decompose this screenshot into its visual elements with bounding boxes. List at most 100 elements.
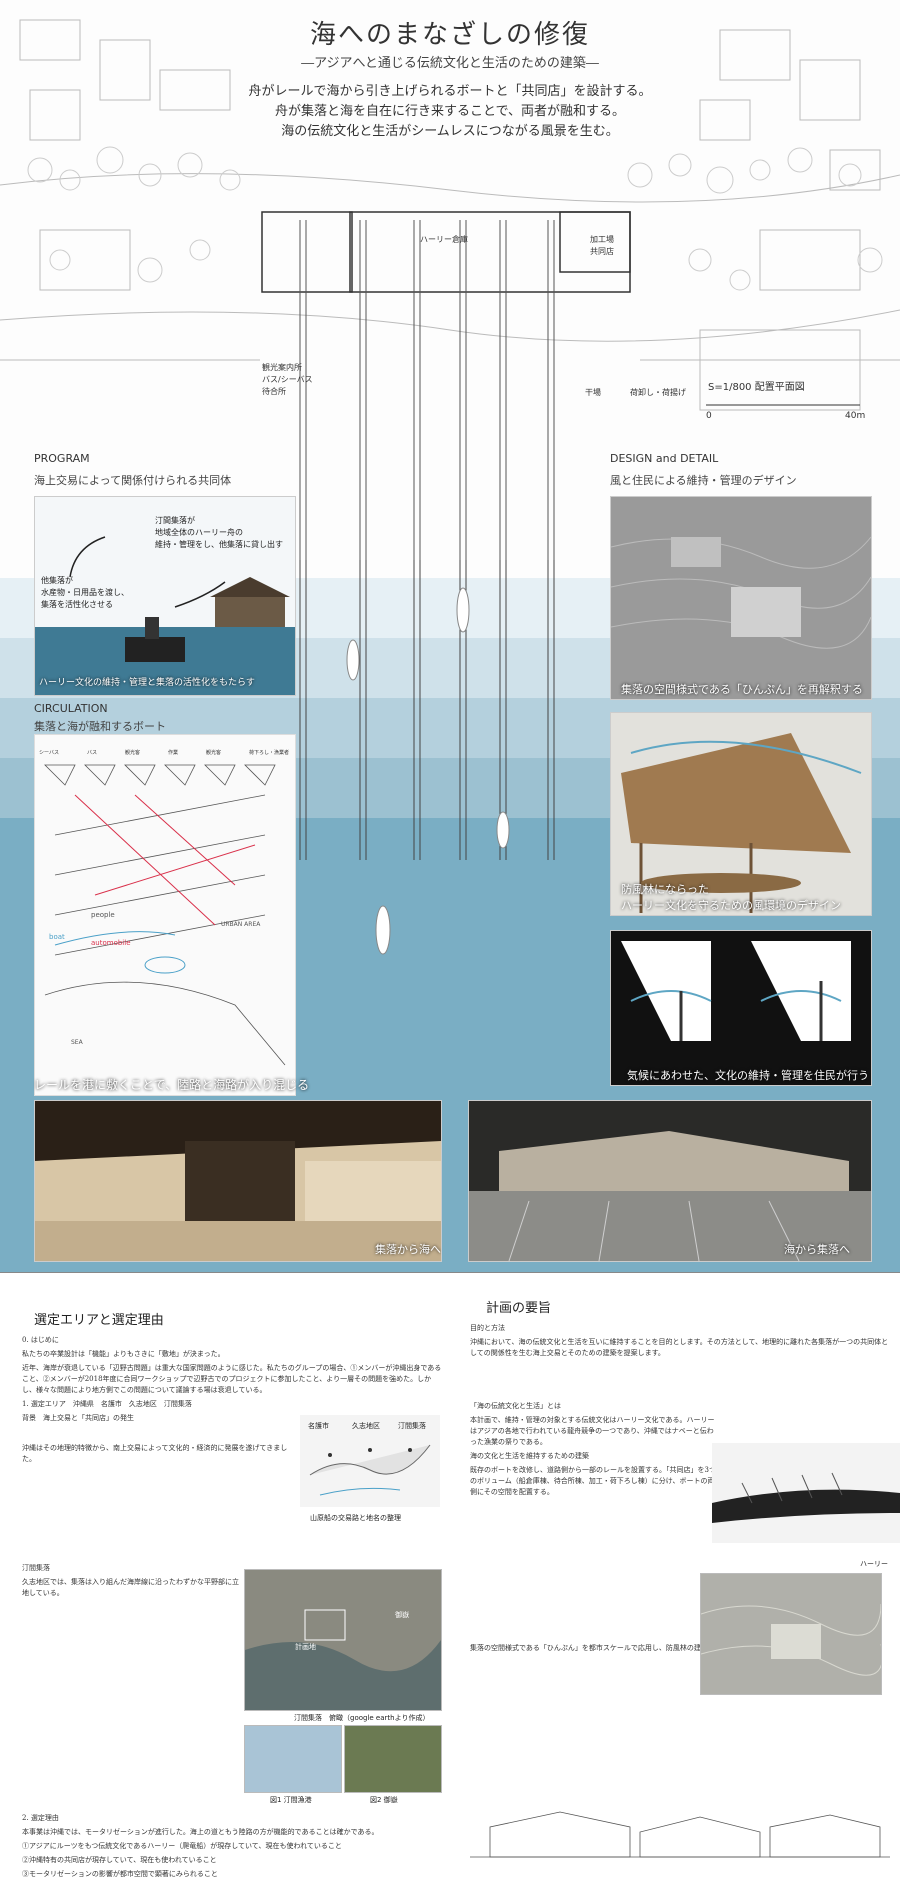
program-note-line: 汀間集落が [155,516,195,525]
scale-start: 0 [706,411,712,421]
program-note-1: 汀間集落が 地域全体のハーリー舟の 維持・管理をし、他集落に貸し出す [155,515,283,551]
boat-shape [456,587,470,633]
program-panel: 汀間集落が 地域全体のハーリー舟の 維持・管理をし、他集落に貸し出す 他集落が … [34,496,296,696]
plan-scale-label: S=1/800 配置平面図 [708,382,805,393]
elevation-svg [470,1811,890,1858]
circulation-subheading: 集落と海が融和するボート [34,720,166,733]
program-photo [35,536,295,695]
poster-subtitle: ―アジアへと通じる伝統文化と生活のための建築― [301,56,599,71]
model-photo-svg [701,1574,881,1694]
circulation-diagram [44,764,286,1066]
program-subheading: 海上交易によって関係付けられる共同体 [34,474,232,487]
program-note-line: 集落を活性化させる [41,600,113,609]
design-caption-2: 防風林にならった ハーリー文化を守るための風環境のデザイン [621,881,841,913]
fig-elevation-drawing [470,1797,890,1877]
photo-label: 計画地 [295,1643,316,1651]
plan-label-processing: 加工場 [590,234,614,244]
plan-label-coop-store: 共同店 [590,246,614,256]
fig-harry-boat-photo [712,1443,900,1543]
right-body-text-2: 「海の伝統文化と生活」とは 本計画で、維持・管理の対象とする伝統文化はハーリー文… [470,1401,720,1501]
map-label: 名護市 [308,1422,329,1430]
plan-label-waiting: 待合所 [262,386,286,396]
harry-boat-svg [712,1443,900,1543]
model-roof [611,713,871,915]
program-heading: PROGRAM [34,452,90,465]
aerial-svg [245,1570,441,1710]
design-caption-line: ハーリー文化を守るための風環境のデザイン [621,899,841,912]
body-para: 沖縄はその地理的特徴から、南上交易によって文化的・経済的に発展を遂げてきました。 [22,1444,288,1463]
plan-label-tourist-info: 観光案内所 [262,362,302,372]
render-village-to-sea [35,1101,441,1261]
body-para: 沖縄において、海の伝統文化と生活を互いに維持することを目的とします。その方法とし… [470,1338,889,1357]
body-para: 0. はじめに [22,1336,59,1344]
mode-label: 観光客 [205,750,221,756]
program-note-line: 水産物・日用品を渡し、 [41,588,129,597]
scale-end: 40m [845,411,865,421]
fig-caption-1: 図1 汀間漁港 [270,1796,312,1804]
boat-shape [496,811,510,849]
body-para: 海の文化と生活を維持するための建築 [470,1452,589,1460]
design-caption-3: 気候にあわせた、文化の維持・管理を住民が行う [627,1069,869,1082]
body-para: 本事業は沖縄では、モータリゼーションが進行した。海上の道ともう陸路の方が機能的で… [22,1828,379,1836]
label-boat: boat [49,933,65,941]
right-body-text-3: 集落の空間様式である「ひんぷん」を都市スケールで応用し、防風林の建築として、ハー… [470,1643,890,1657]
view-photo-left: 集落から海へ [34,1100,442,1262]
boat-shape [375,905,391,955]
view-caption-right: 海から集落へ [784,1243,850,1256]
body-para: 背景 海上交易と「共同店」の発生 [22,1414,134,1422]
design-section-drawings: 気候にあわせた、文化の維持・管理を住民が行う [610,930,872,1086]
lead-line: 舟が集落と海を自在に行き来することで、両者が融和する。 [274,104,626,119]
body-para: 2. 選定理由 [22,1814,59,1822]
view-photo-right: 海から集落へ [468,1100,872,1262]
plan-label-drying: 干場 [585,387,601,397]
view-caption-left: 集落から海へ [375,1243,441,1256]
poster-lead: 舟がレールで海から引き上げられるボートと「共同店」を設計する。 舟が集落と海を自… [0,82,900,142]
body-para: ②沖縄特有の共同店が現存していて、現在も使われていること [22,1856,217,1864]
poster-top: 観光案内所 バス/シーバス 待合所 ハーリー倉庫 加工場 共同店 干場 荷卸し・… [0,19,900,1272]
map-label: 汀間集落 [398,1422,426,1430]
plan-label-bus: バス/シーバス [262,375,313,384]
body-para: 集落の空間様式である「ひんぷん」を都市スケールで応用し、防風林の建築として、ハー… [470,1644,834,1652]
label-people: people [91,911,115,919]
lead-line: 海の伝統文化と生活がシームレスにつながる風景を生む。 [281,124,619,139]
fig-2-photo [344,1725,442,1793]
site-plan-drawing: 観光案内所 バス/シーバス 待合所 ハーリー倉庫 加工場 共同店 干場 荷卸し・… [0,19,900,560]
mode-label: 作業 [167,750,178,756]
photo-label: 御嶽 [395,1611,409,1619]
design-subheading: 風と住民による維持・管理のデザイン [610,474,797,487]
body-para: 目的と方法 [470,1324,505,1332]
rail-lines [299,560,555,955]
body-para: 私たちの卒業設計は「機能」よりもさきに「敷地」が決まった。 [22,1350,225,1358]
left-body-text-3: 汀間集落 久志地区では、集落は入り組んだ海岸線に沿ったわずかな平野部に立地してい… [22,1563,242,1602]
body-para: 1. 選定エリア 沖縄県 名護市 久志地区 汀間集落 [22,1400,192,1408]
lead-line: 舟がレールで海から引き上げられるボートと「共同店」を設計する。 [248,84,652,99]
body-para: 近年、海岸が衰退している「辺野古問題」は重大な国家問題のように感じた。私たちのグ… [22,1364,442,1394]
circulation-modes: シーバス バス 観光客 作業 観光客 荷下ろし・漁業者 [39,749,289,756]
fig-model-photo [700,1573,882,1695]
body-para: 本計画で、維持・管理の対象とする伝統文化はハーリー文化である。ハーリーはアジアの… [470,1416,715,1446]
fig-1-photo [244,1725,342,1793]
body-para: 久志地区では、集落は入り組んだ海岸線に沿ったわずかな平野部に立地している。 [22,1578,239,1597]
fig-trade-route-map: 名護市 久志地区 汀間集落 [300,1415,440,1507]
fig-caption-aerial: 汀間集落 俯瞰（google earthより作成） [294,1714,430,1722]
program-note-line: 他集落が [41,576,73,585]
design-caption-line: 防風林にならった [621,883,709,896]
poster-bottom: 選定エリアと選定理由 計画の要旨 0. はじめに 私たちの卒業設計は「機能」より… [0,1272,900,1901]
mode-label: 荷下ろし・漁業者 [248,750,289,756]
mode-label: バス [86,750,97,756]
plan-label-harry-storage: ハーリー倉庫 [420,234,468,244]
program-note-line: 維持・管理をし、他集落に貸し出す [155,540,283,549]
design-caption-1: 集落の空間様式である「ひんぷん」を再解釈する [621,683,863,696]
label-sea: SEA [71,1039,83,1046]
program-note-line: 地域全体のハーリー舟の [155,528,243,537]
body-para: 既存のボートを改修し、道路側から一部のレールを設置する。「共同店」を3つのボリュ… [470,1466,716,1496]
design-heading: DESIGN and DETAIL [610,452,719,465]
body-para: ①アジアにルーツをもつ伝統文化であるハーリー（爬竜船）が現存していて、現在も使わ… [22,1842,342,1850]
body-para: 「海の伝統文化と生活」とは [470,1402,561,1410]
circulation-caption: レールを港に敷くことで、陸路と海路が入り混じる [34,1078,310,1092]
body-para: ③モータリゼーションの影響が都市空間で顕著にみられること [22,1870,218,1878]
program-caption: ハーリー文化の維持・管理と集落の活性化をもたらす [39,678,255,688]
right-section-heading: 計画の要旨 [486,1301,552,1316]
trade-route-svg [309,1444,431,1496]
plan-label-unloading: 荷卸し・荷揚げ [630,387,686,397]
